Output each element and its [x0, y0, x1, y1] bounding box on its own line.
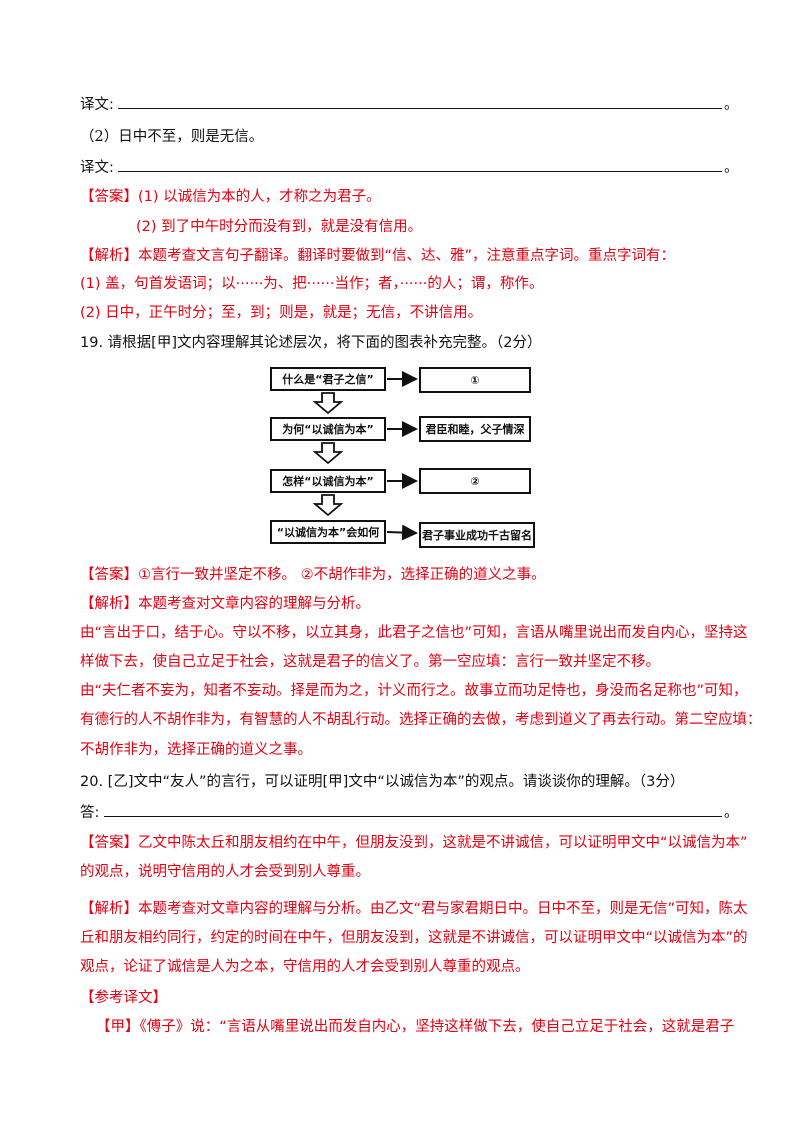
question-20: 20. [乙]文中“友人”的言行，可以证明[甲]文中“以诚信为本”的观点。请谈谈…	[80, 774, 685, 790]
question-sentence-2: （2）日中不至，则是无信。	[80, 129, 264, 145]
diagram-label-right-4: 君子事业成功千古留名	[422, 528, 532, 542]
diagram-arrow-down-1	[312, 392, 344, 415]
answer-text-20: 乙文中陈太丘和朋友相约在中午，但朋友没到，这就是不讲诚信，可以证明甲文中“以诚信…	[138, 835, 748, 851]
translation-label-1: 译文:	[80, 97, 114, 113]
analysis-block-18: 【解析】本题考查文言句子翻译。翻译时要做到“信、达、雅”，注意重点字词。重点字词…	[80, 245, 675, 267]
question-19: 19. 请根据[甲]文内容理解其论述层次，将下面的图表补充完整。（2分）	[80, 335, 542, 351]
reference-translation-line-1: 【甲】《傅子》说：“言语从嘴里说出而发自内心，坚持这样做下去，使自己立足于社会，…	[96, 1016, 734, 1038]
analysis-tag: 【解析】	[80, 248, 138, 264]
period-20: 。	[724, 805, 739, 821]
analysis-20-line-2: 丘和朋友相约同行，约定的时间在中午，但朋友没到，这就是不讲诚信，可以证明甲文中“…	[80, 930, 748, 946]
diagram-label-left-4: “以诚信为本”会如何	[277, 525, 379, 539]
diagram-label-right-2: 君臣和睦，父子情深	[426, 422, 525, 436]
answer-blank-2[interactable]	[118, 157, 722, 179]
analysis-tag-19: 【解析】	[80, 596, 138, 612]
answer-20-line-2: 的观点，说明守信用的人才会受到别人尊重。	[80, 864, 370, 880]
diagram-box-left-1	[270, 367, 386, 391]
analysis-19-line-3: 由“夫仁者不妄为，知者不妄动。择是而为之，计义而行之。故事立而功足恃也，身没而名…	[80, 683, 748, 699]
ref-part-1: 【甲】《傅子》说：“言语从嘴里说出而发自内心，坚持这样做下去，使自己立足于社会，…	[96, 1019, 735, 1035]
answer-tag-20: 【答案】	[80, 835, 138, 851]
diagram-label-right-1: ①	[470, 374, 479, 387]
diagram-label-right-3: ②	[470, 475, 479, 488]
answer-tag-19: 【答案】	[80, 567, 138, 583]
diagram-box-right-2	[419, 416, 531, 442]
diagram-arrow-down-2	[312, 442, 344, 465]
answer-text-2: (2) 到了中午时分而没有到，就是没有信用。	[136, 219, 423, 235]
analysis-text-20: 本题考查对文章内容的理解与分析。由乙文“君与家君期日中。日中不至，则是无信”可知…	[138, 901, 748, 917]
analysis-19-line-1: 由“言出于口，结于心。守以不移，以立其身，此君子之信也”可知，言语从嘴里说出而发…	[80, 625, 748, 641]
answer-blank-20[interactable]	[104, 802, 722, 824]
diagram-arrow-down-3	[312, 494, 344, 517]
answer-label-20: 答:	[80, 805, 100, 821]
diagram-box-left-3	[270, 469, 386, 493]
period-2: 。	[724, 160, 739, 176]
diagram-box-left-4	[270, 520, 386, 544]
diagram-label-left-1: 什么是“君子之信”	[282, 372, 373, 386]
period-1: 。	[724, 97, 739, 113]
analysis-block-19: 【解析】本题考查对文章内容的理解与分析。	[80, 593, 370, 615]
analysis-text: 本题考查文言句子翻译。翻译时要做到“信、达、雅”，注意重点字词。重点字词有：	[138, 248, 676, 264]
analysis-19-line-4: 有德行的人不胡作非为，有智慧的人不胡乱行动。选择正确的去做，考虑到道义了再去行动…	[80, 712, 762, 728]
analysis-19-line-2: 样做下去，使自己立足于社会，这就是君子的信义了。第一空应填：言行一致并坚定不移。	[80, 654, 660, 670]
analysis-tag-20: 【解析】	[80, 901, 138, 917]
diagram-box-right-3	[419, 468, 531, 494]
analysis-20-line-3: 观点，论证了诚信是人为之本，守信用的人才会受到别人尊重的观点。	[80, 959, 530, 975]
answer-text-19: ①言行一致并坚定不移。 ②不胡作非为，选择正确的道义之事。	[138, 567, 546, 583]
diagram-box-right-1	[419, 367, 531, 393]
reference-translation-heading: 【参考译文】	[80, 990, 167, 1006]
diagram-label-left-3: 怎样“以诚信为本”	[282, 474, 373, 488]
diagram-arrow-right-4	[386, 524, 418, 541]
answer-blank-1[interactable]	[118, 94, 722, 116]
analysis-block-20: 【解析】本题考查对文章内容的理解与分析。由乙文“君与家君期日中。日中不至，则是无…	[80, 898, 748, 920]
analysis-19-line-5: 不胡作非为，选择正确的道义之事。	[80, 742, 312, 758]
analysis-text-19: 本题考查对文章内容的理解与分析。	[138, 596, 370, 612]
answer-block-19: 【答案】①言行一致并坚定不移。 ②不胡作非为，选择正确的道义之事。	[80, 564, 546, 586]
diagram-box-right-4	[419, 522, 535, 548]
answer-text: (1) 以诚信为本的人，才称之为君子。	[138, 189, 381, 205]
diagram-box-left-2	[270, 417, 386, 441]
analysis-word-list-2: (2) 日中，正午时分；至，到；则是，就是；无信，不讲信用。	[80, 305, 483, 321]
answer-tag: 【答案】	[80, 189, 138, 205]
analysis-word-list-1: (1) 盖，句首发语词；以······为、把······当作；者，······的…	[80, 276, 544, 292]
answer-block-18: 【答案】(1) 以诚信为本的人，才称之为君子。	[80, 186, 381, 208]
answer-block-20: 【答案】乙文中陈太丘和朋友相约在中午，但朋友没到，这就是不讲诚信，可以证明甲文中…	[80, 832, 748, 854]
diagram-label-left-2: 为何“以诚信为本”	[282, 422, 373, 436]
translation-label-2: 译文:	[80, 160, 114, 176]
